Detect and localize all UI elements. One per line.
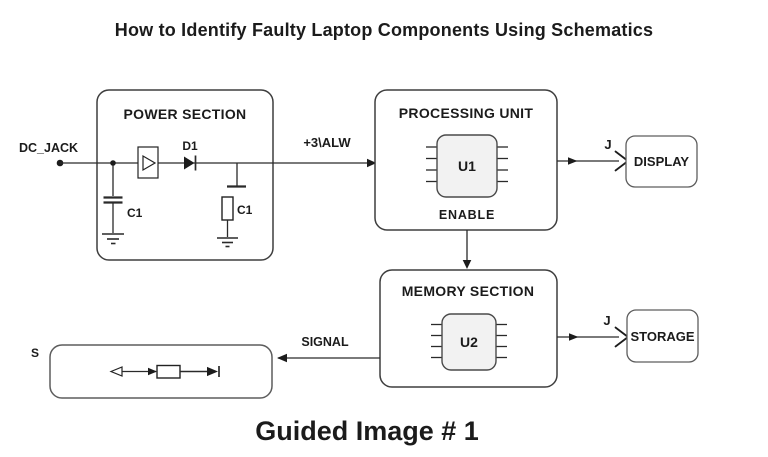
chip-u2-body xyxy=(441,313,497,371)
memory-section-label: MEMORY SECTION xyxy=(402,283,535,299)
diode-ref-label: D1 xyxy=(182,139,198,153)
down-arrowhead xyxy=(462,260,472,269)
power-rail-net-label: +3\ALW xyxy=(303,135,351,150)
signal-arrowhead xyxy=(277,353,287,363)
page-title: How to Identify Faulty Laptop Components… xyxy=(115,20,653,40)
ground-icon xyxy=(217,237,238,248)
display-box xyxy=(625,135,698,188)
power-section-label: POWER SECTION xyxy=(124,106,247,122)
memory-section: MEMORY SECTION U2 xyxy=(379,269,558,388)
processing-unit-label: PROCESSING UNIT xyxy=(399,105,534,121)
diode-triangle-icon xyxy=(184,156,195,170)
regulator-symbol xyxy=(137,146,159,179)
s-node-label: S xyxy=(31,346,39,360)
resistor-branch: C1 xyxy=(217,163,253,248)
storage-connector-label: J xyxy=(603,313,610,328)
storage-label: STORAGE xyxy=(630,329,694,344)
connector-chevron-icon xyxy=(614,326,629,348)
storage-connection: J STORAGE xyxy=(557,309,699,363)
capacitor-ref-label: C1 xyxy=(127,206,143,220)
chip-u1-body xyxy=(436,134,498,198)
chip-u1: U1 xyxy=(426,134,508,198)
display-connector-label: J xyxy=(604,137,611,152)
series-component-body xyxy=(156,364,181,379)
ground-icon xyxy=(102,233,124,245)
processing-to-memory-wire xyxy=(462,230,472,269)
storage-box xyxy=(626,309,699,363)
resistor-ref-label: C1 xyxy=(237,203,253,217)
chip-pins xyxy=(431,323,507,359)
chip-u2: U2 xyxy=(431,313,507,371)
dc-jack-net-label: DC_JACK xyxy=(19,141,78,155)
chip-u2-ref-label: U2 xyxy=(460,334,478,350)
signal-net-label: SIGNAL xyxy=(301,335,349,349)
power-section: POWER SECTION DC_JACK D1 xyxy=(19,89,377,261)
buffer-triangle-icon xyxy=(142,154,157,172)
signal-chain-block: S xyxy=(31,344,273,399)
enable-label: ENABLE xyxy=(439,208,495,222)
display-label: DISPLAY xyxy=(634,154,689,169)
signal-connection: SIGNAL xyxy=(277,335,380,363)
chain-arrowhead xyxy=(148,367,157,376)
display-connection: J DISPLAY xyxy=(557,135,698,188)
capacitor-branch: C1 xyxy=(102,165,143,245)
display-arrowhead xyxy=(568,157,578,165)
diode-symbol: D1 xyxy=(182,139,198,171)
storage-arrowhead xyxy=(569,333,579,341)
junction-dot xyxy=(110,160,116,166)
processing-unit: PROCESSING UNIT U1 ENABLE xyxy=(374,89,558,231)
chip-pins xyxy=(426,146,508,183)
caption-text: Guided Image # 1 xyxy=(255,416,479,446)
chip-u1-ref-label: U1 xyxy=(458,158,476,174)
diode-triangle-icon xyxy=(207,366,218,377)
power-rail-arrowhead xyxy=(367,158,377,168)
resistor-body xyxy=(221,196,234,221)
